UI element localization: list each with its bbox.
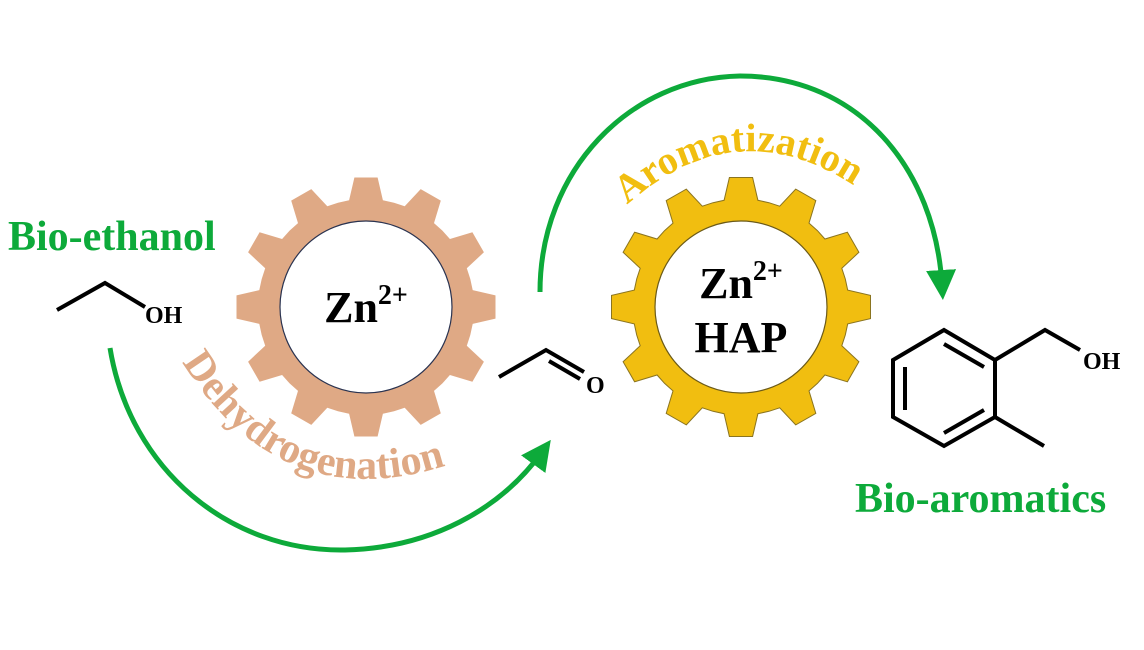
bio-aromatics-label: Bio-aromatics <box>855 476 1106 522</box>
gear2-support-label: HAP <box>695 313 788 362</box>
acetaldehyde-o-label: O <box>586 373 605 399</box>
gear2-label: Zn2+ <box>699 256 783 308</box>
gear1-label: Zn2+ <box>324 280 408 332</box>
gear1-hub <box>279 220 453 394</box>
methylbenzyl-alcohol-molecule <box>891 327 1081 449</box>
acetaldehyde-molecule <box>498 347 586 381</box>
gear2-hub <box>654 220 828 394</box>
product-oh-label: OH <box>1083 349 1121 375</box>
aromatization-arrow <box>537 73 957 300</box>
ethanol-molecule <box>56 280 147 312</box>
dehydrogenation-arrow <box>107 347 551 553</box>
bio-ethanol-label: Bio-ethanol <box>8 214 216 260</box>
ethanol-oh-label: OH <box>145 303 183 329</box>
